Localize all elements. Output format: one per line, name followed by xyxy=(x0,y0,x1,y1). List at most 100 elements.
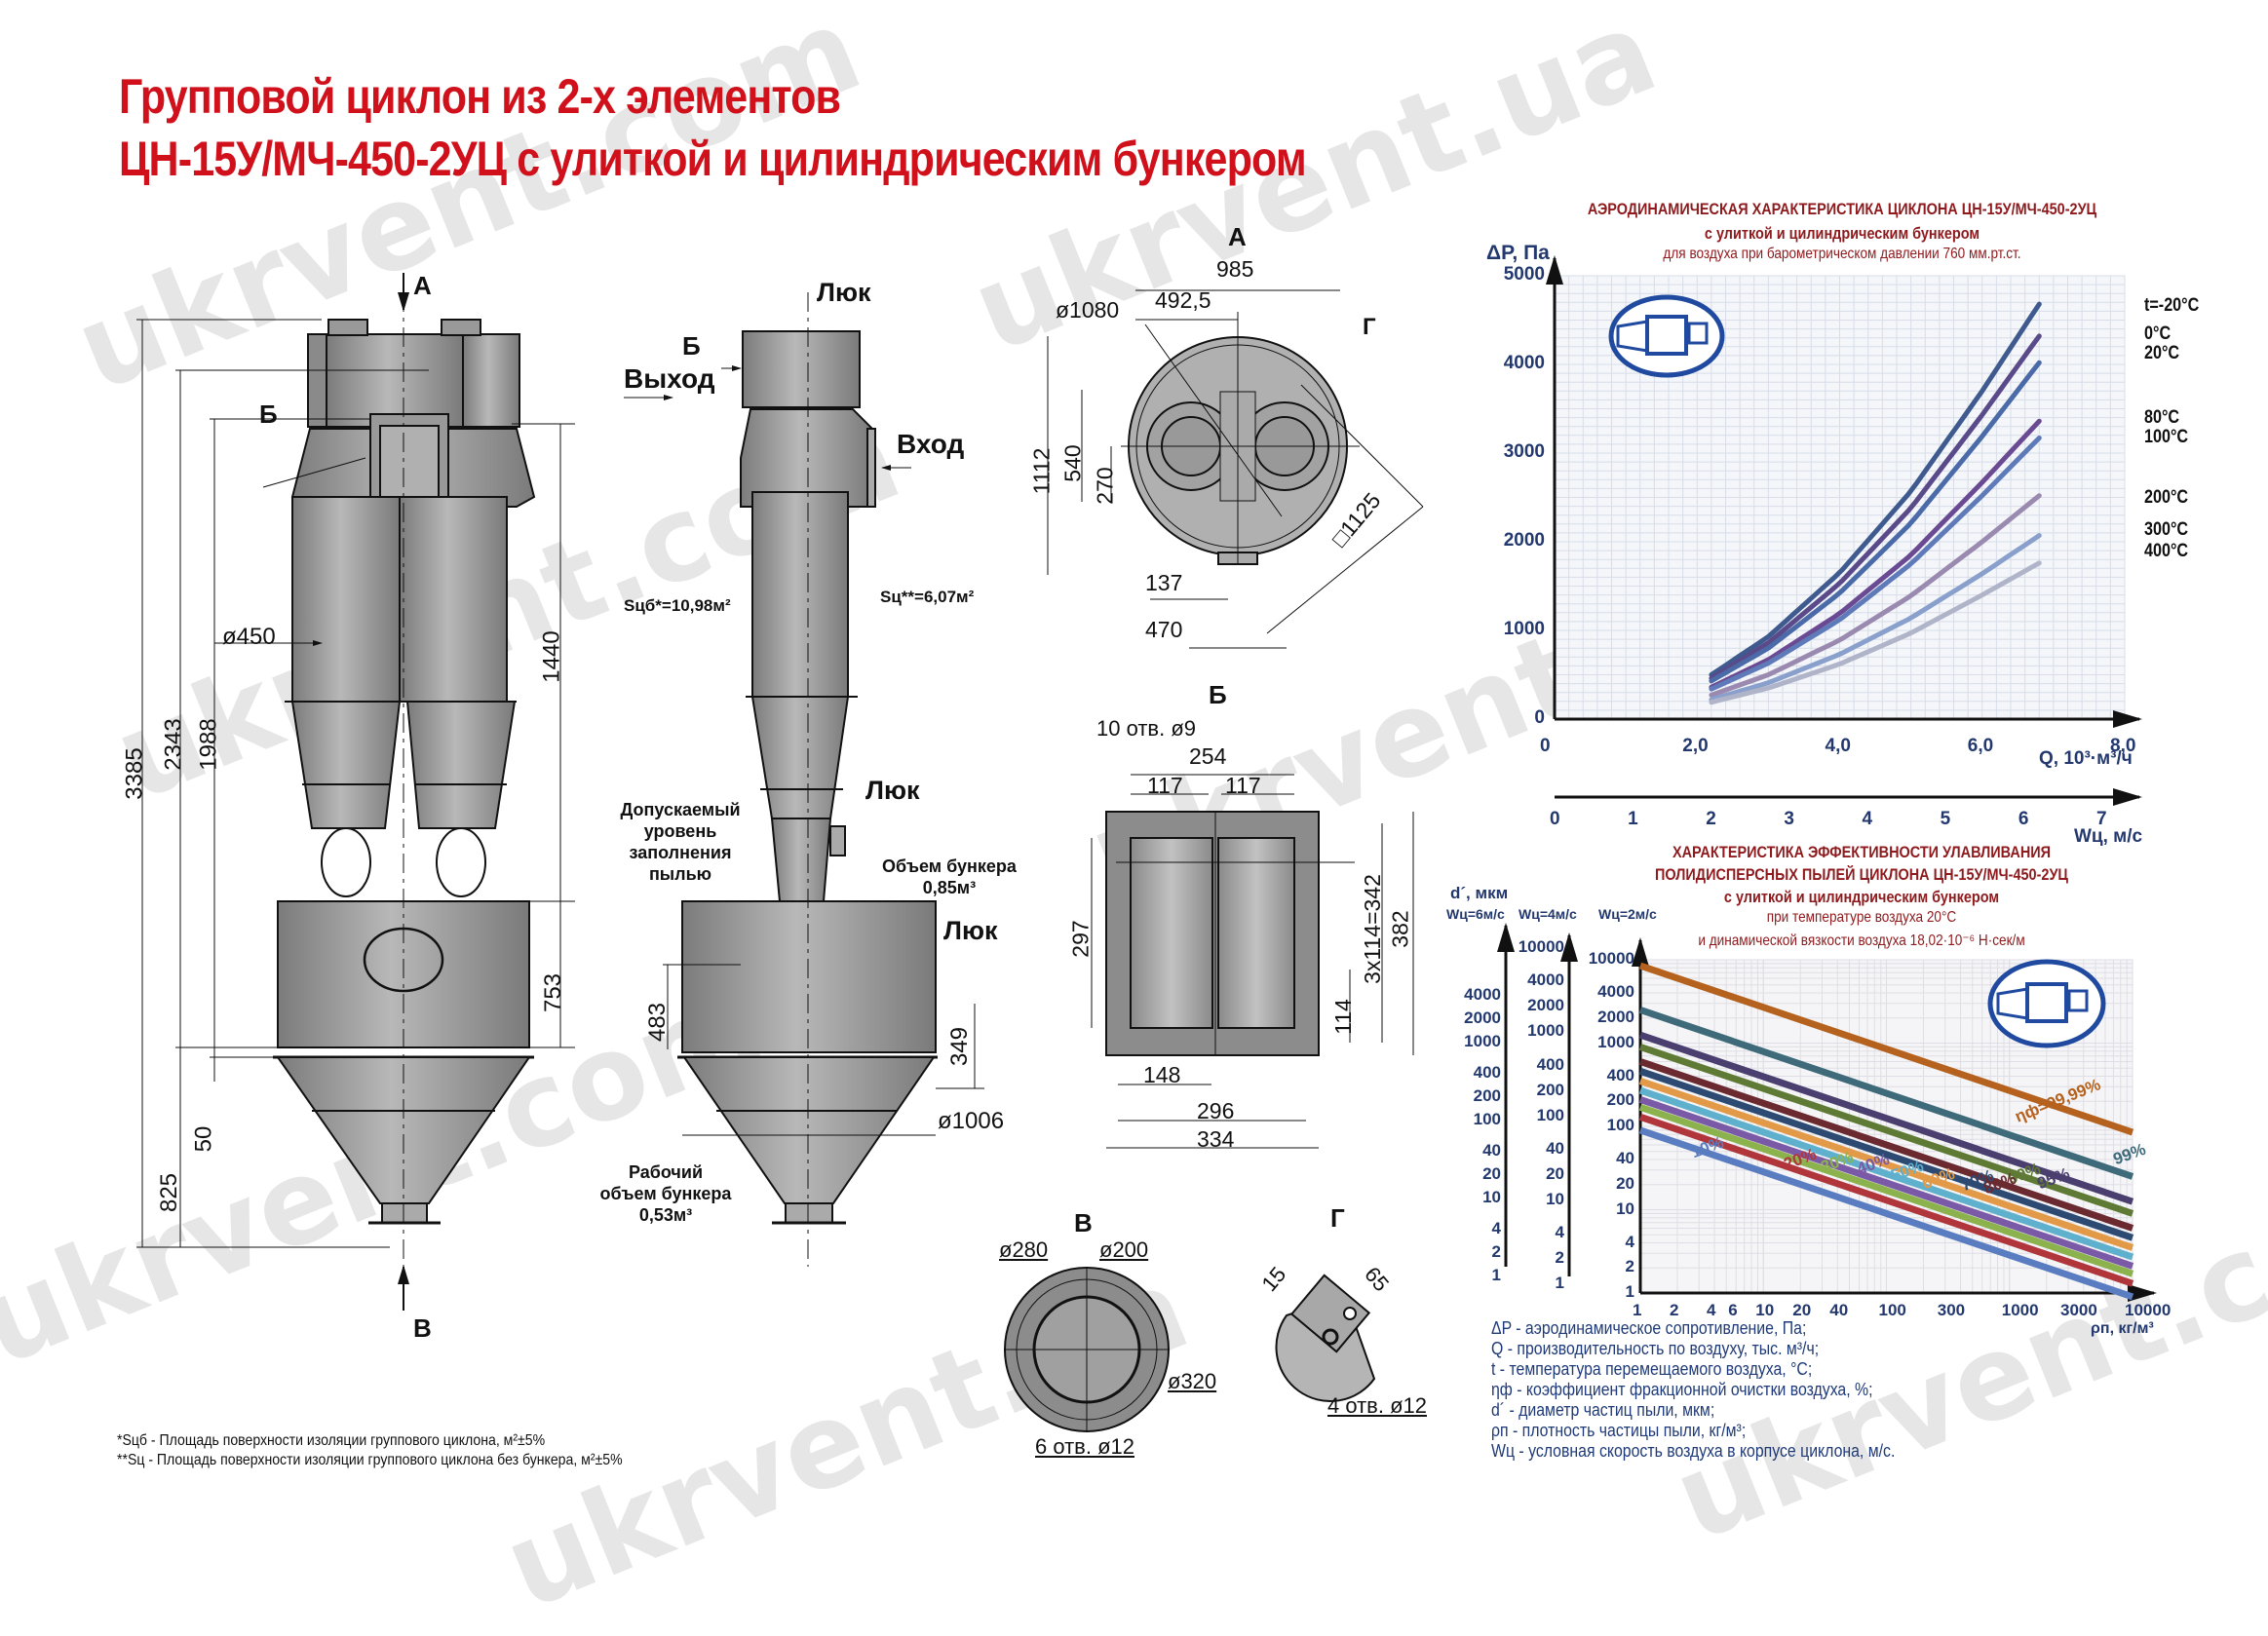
dim-1112: 1112 xyxy=(1028,447,1055,495)
eff-y4-tick: 2 xyxy=(1555,1248,1564,1268)
eff-x-tick: 2 xyxy=(1670,1301,1679,1319)
dim-d450: ø450 xyxy=(222,624,276,650)
efficiency-line xyxy=(1638,1078,2134,1251)
aero-y-tick: 2000 xyxy=(1503,530,1545,551)
aero-y-tick: 3000 xyxy=(1503,441,1545,462)
dim-3x114: 3x114=342 xyxy=(1359,874,1385,984)
aero-curve xyxy=(1709,418,2042,690)
eff-y-axis-4: Wц=4м/с xyxy=(1518,906,1577,922)
eff-y4-tick: 1000 xyxy=(1527,1021,1564,1041)
eff-y6-tick: 400 xyxy=(1473,1062,1501,1082)
eff-x-tick: 100 xyxy=(1878,1301,1906,1319)
view-marker-b-side: Б xyxy=(682,331,701,361)
dim-254: 254 xyxy=(1189,743,1227,769)
aero-curve xyxy=(1709,360,2042,684)
eff-x-tick: 1000 xyxy=(2001,1301,2039,1319)
eff-y6-tick: 200 xyxy=(1473,1085,1501,1105)
aero-chart-subtitle: с улиткой и цилиндрическим бункером xyxy=(1704,224,1980,243)
efficiency-line xyxy=(1638,962,2134,1136)
efficiency-line xyxy=(1638,1007,2134,1180)
eff-y-tick: 4000 xyxy=(1597,982,1634,1002)
aero-y-label: ΔP, Па xyxy=(1486,242,1550,264)
eff-y6-tick: 20 xyxy=(1482,1163,1501,1183)
efficiency-line xyxy=(1638,1044,2134,1217)
efficiency-line xyxy=(1638,1113,2134,1287)
eff-y4-tick: 20 xyxy=(1546,1163,1564,1183)
eff-y4-tick: 1 xyxy=(1555,1274,1564,1292)
aero-series-label: 80°С xyxy=(2144,407,2180,428)
aero-curve xyxy=(1709,301,2042,677)
eff-x-tick: 4 xyxy=(1707,1301,1716,1319)
dim-2343: 2343 xyxy=(160,718,187,771)
view-g-title: Г xyxy=(1330,1203,1345,1233)
aero-curve xyxy=(1709,333,2042,681)
eff-y-tick: 200 xyxy=(1606,1090,1634,1110)
legend-item: Wц - условная скорость воздуха в корпусе… xyxy=(1491,1441,1896,1461)
hatch-top-label: Люк xyxy=(817,278,871,307)
dim-1988: 1988 xyxy=(195,718,222,771)
aero-curve xyxy=(1709,493,2042,698)
efficiency-line xyxy=(1638,1068,2134,1241)
eff-x-tick: 10 xyxy=(1755,1301,1775,1319)
view-marker-b: Б xyxy=(259,399,278,429)
efficiency-line xyxy=(1638,1086,2134,1261)
dim-470: 470 xyxy=(1145,617,1183,642)
dim-148: 148 xyxy=(1143,1062,1181,1087)
dim-d1080: ø1080 xyxy=(1056,297,1120,323)
eff-x-tick: 20 xyxy=(1792,1301,1812,1319)
efficiency-line xyxy=(1638,1058,2134,1232)
efficiency-line xyxy=(1638,1096,2134,1270)
view-marker-a: А xyxy=(413,271,432,300)
eff-y-tick: 2 xyxy=(1625,1257,1634,1276)
eff-y4-tick: 400 xyxy=(1536,1054,1564,1074)
eff-y-tick: 1000 xyxy=(1597,1032,1634,1051)
dim-296: 296 xyxy=(1197,1098,1235,1123)
front-view xyxy=(136,273,575,1311)
aero-x-tick: 2,0 xyxy=(1682,736,1709,756)
dim-985: 985 xyxy=(1216,256,1254,282)
eff-y6-tick: 2000 xyxy=(1464,1008,1501,1027)
eff-x-tick: 40 xyxy=(1829,1301,1849,1319)
view-marker-v: В xyxy=(413,1313,432,1343)
eff-y6-tick: 1 xyxy=(1491,1266,1501,1284)
aero-x2-tick: 1 xyxy=(1628,809,1638,829)
view-b xyxy=(1091,774,1414,1149)
work-volume-line: Рабочий xyxy=(628,1162,704,1182)
aero-x2-tick: 0 xyxy=(1550,809,1560,829)
surface-area-without-hopper: Sц**=6,07м² xyxy=(880,588,975,606)
aero-series-label: 20°С xyxy=(2144,343,2180,363)
fill-level-note: Допускаемый уровень заполнения пылью xyxy=(612,799,749,885)
aero-chart xyxy=(1546,255,2142,806)
dim-50: 50 xyxy=(190,1125,217,1153)
eff-y4-tick: 100 xyxy=(1536,1105,1564,1124)
view-a-title: А xyxy=(1228,222,1247,251)
dim-825: 825 xyxy=(156,1172,183,1213)
aero-series-label: 200°С xyxy=(2144,487,2189,508)
eff-y-tick: 1 xyxy=(1625,1282,1634,1301)
outlet-label: Выход xyxy=(624,363,715,394)
efficiency-line xyxy=(1638,1103,2134,1277)
eff-y-tick: 400 xyxy=(1606,1065,1634,1084)
inlet-label: Вход xyxy=(897,429,965,459)
dim-492-5: 492,5 xyxy=(1155,287,1211,313)
eff-x-tick: 1 xyxy=(1633,1301,1642,1319)
eff-y-tick: 10000 xyxy=(1588,949,1634,968)
eff-y-label: d´, мкм xyxy=(1450,884,1509,902)
holes-g: 4 отв. ø12 xyxy=(1327,1393,1427,1418)
dim-1440: 1440 xyxy=(538,630,565,683)
legend-item: ρп - плотность частицы пыли, кг/м³; xyxy=(1491,1421,1747,1440)
dim-3385: 3385 xyxy=(121,747,148,800)
hatch-low-label: Люк xyxy=(943,916,998,945)
dim-114: 114 xyxy=(1329,999,1356,1035)
eff-y-tick: 100 xyxy=(1606,1116,1634,1134)
dim-540: 540 xyxy=(1059,444,1086,482)
aero-x-tick: 6,0 xyxy=(1967,736,1994,756)
aero-chart-subtitle2: для воздуха при барометрическом давлении… xyxy=(1663,246,2021,262)
hopper-volume-line: 0,85м³ xyxy=(922,878,977,897)
dim-483: 483 xyxy=(644,1002,672,1043)
aero-x-tick: 0 xyxy=(1540,736,1551,756)
dim-297: 297 xyxy=(1067,920,1094,958)
aero-series-label: 100°С xyxy=(2144,427,2189,447)
view-a xyxy=(1047,289,1424,649)
